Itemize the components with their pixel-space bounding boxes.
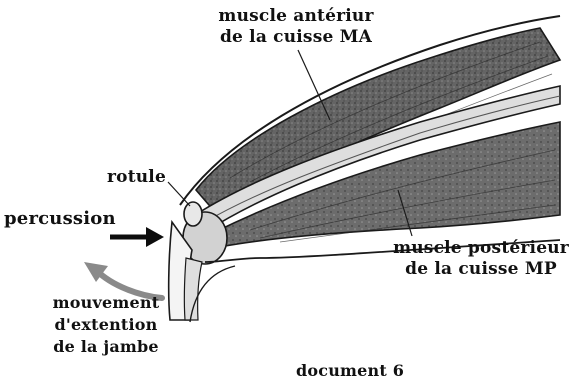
patella [184,202,202,226]
rotule-pointer [168,182,190,206]
percussion-arrow [110,227,164,247]
label-extension-line2: d'extention [46,314,166,336]
label-extension-movement: mouvement d'extention de la jambe [46,292,166,358]
label-posterior-muscle-line1: muscle postérieur [376,238,580,259]
label-posterior-muscle-line2: de la cuisse MP [376,259,580,280]
label-extension-line1: mouvement [46,292,166,314]
label-percussion: percussion [4,208,116,229]
label-extension-line3: de la jambe [46,336,166,358]
document-caption: document 6 [296,360,404,381]
label-anterior-muscle: muscle antériur de la cuisse MA [196,6,396,48]
label-rotule: rotule [107,167,166,188]
label-anterior-muscle-line1: muscle antériur [196,6,396,27]
label-anterior-muscle-line2: de la cuisse MA [196,27,396,48]
label-posterior-muscle: muscle postérieur de la cuisse MP [376,238,580,280]
tibia [184,258,202,320]
